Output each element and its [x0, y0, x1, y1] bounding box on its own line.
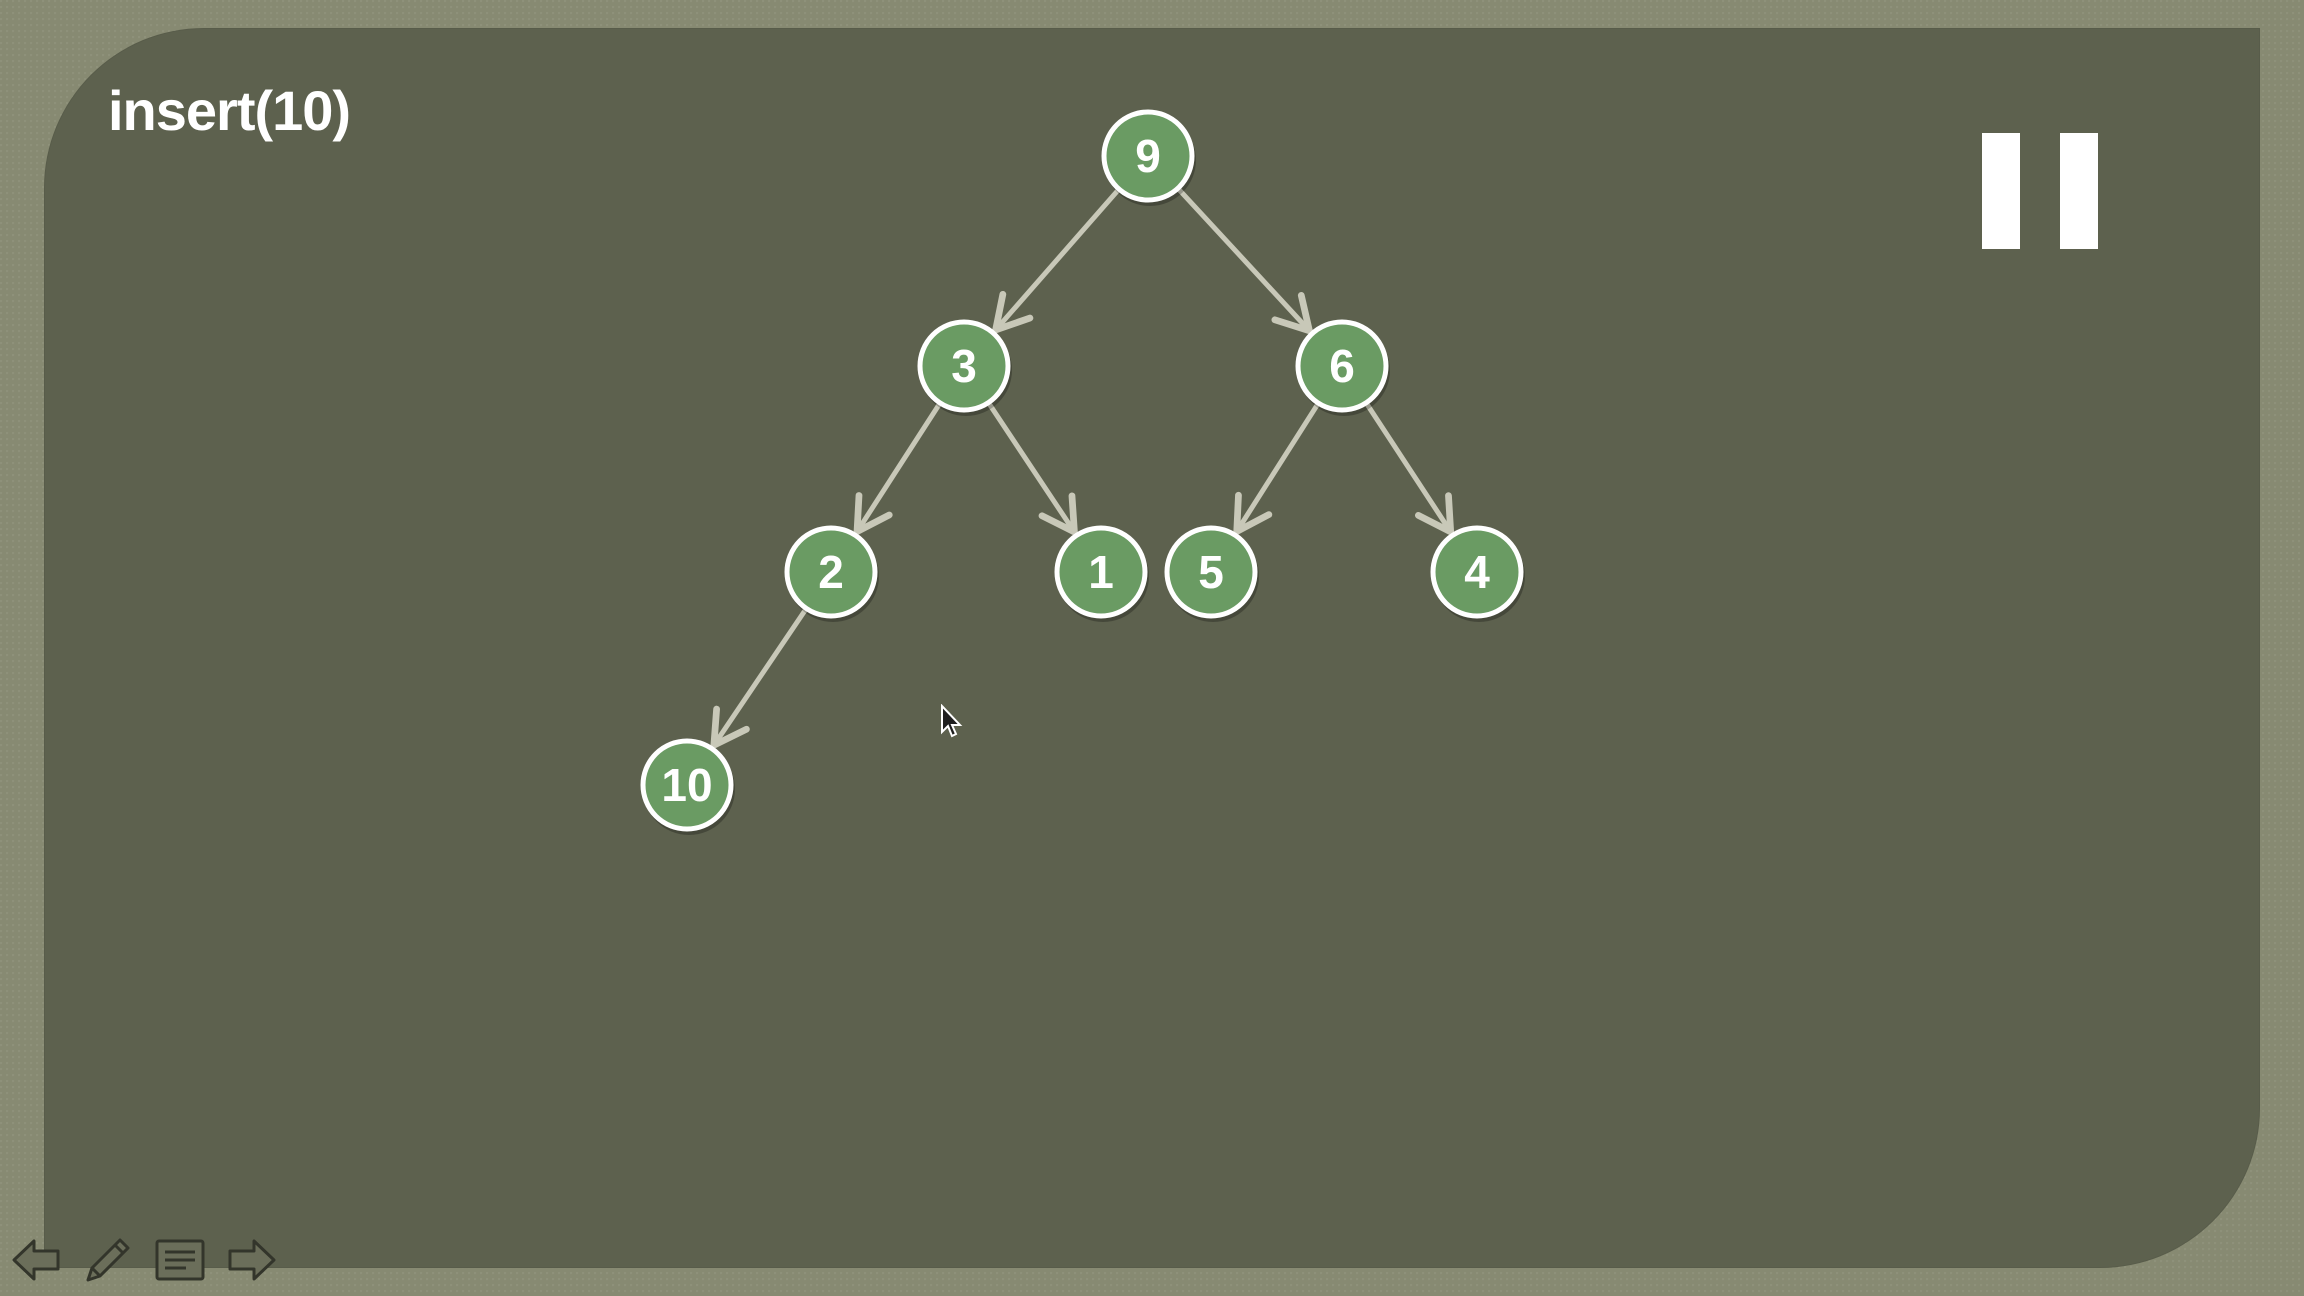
- edge-n9-n3: [992, 188, 1121, 334]
- node-label: 9: [1135, 130, 1161, 182]
- node-circle: [640, 738, 734, 832]
- node-label: 1: [1088, 546, 1114, 598]
- tree-node-10: 10: [640, 738, 735, 835]
- pen-icon: [86, 1238, 130, 1282]
- edge-n3-n1: [986, 401, 1078, 536]
- nodes-layer: 9 3 6 2 1 5 4 10: [640, 109, 1525, 835]
- pen-tool-button[interactable]: [80, 1232, 136, 1288]
- edge-n6-n4: [1364, 401, 1455, 536]
- node-label: 6: [1329, 340, 1355, 392]
- tree-node-9: 9: [1101, 109, 1196, 206]
- tree-node-3: 3: [917, 319, 1012, 416]
- node-label: 2: [818, 546, 844, 598]
- slide: [44, 28, 2260, 1268]
- node-circle: [1054, 525, 1148, 619]
- tree-node-1: 1: [1054, 525, 1149, 622]
- previous-slide-button[interactable]: [8, 1232, 64, 1288]
- tree-node-4: 4: [1430, 525, 1525, 622]
- edge-n9-n6: [1176, 187, 1313, 335]
- tree-node-6: 6: [1295, 319, 1390, 416]
- slide-menu-button[interactable]: [152, 1232, 208, 1288]
- node-circle: [784, 525, 878, 619]
- tree-node-5: 5: [1164, 525, 1259, 622]
- node-label: 10: [661, 759, 712, 811]
- node-circle: [917, 319, 1011, 413]
- previous-icon: [12, 1239, 60, 1281]
- slide-title: insert(10): [108, 79, 351, 142]
- edge-n3-n2: [853, 402, 942, 536]
- edge-n2-n10: [710, 607, 808, 749]
- mouse-cursor-icon: [941, 704, 963, 738]
- pause-button[interactable]: [1982, 133, 2098, 249]
- menu-icon: [155, 1239, 205, 1281]
- slide-controls: [8, 1232, 280, 1288]
- node-circle: [1101, 109, 1195, 203]
- next-slide-button[interactable]: [224, 1232, 280, 1288]
- node-label: 3: [951, 340, 977, 392]
- edges-layer: [710, 187, 1455, 749]
- node-label: 5: [1198, 546, 1224, 598]
- node-circle: [1295, 319, 1389, 413]
- next-icon: [228, 1239, 276, 1281]
- node-label: 4: [1464, 546, 1490, 598]
- node-circle: [1430, 525, 1524, 619]
- tree-node-2: 2: [784, 525, 879, 622]
- node-circle: [1164, 525, 1258, 619]
- pause-icon: [1982, 133, 2020, 249]
- edge-n6-n5: [1233, 402, 1320, 535]
